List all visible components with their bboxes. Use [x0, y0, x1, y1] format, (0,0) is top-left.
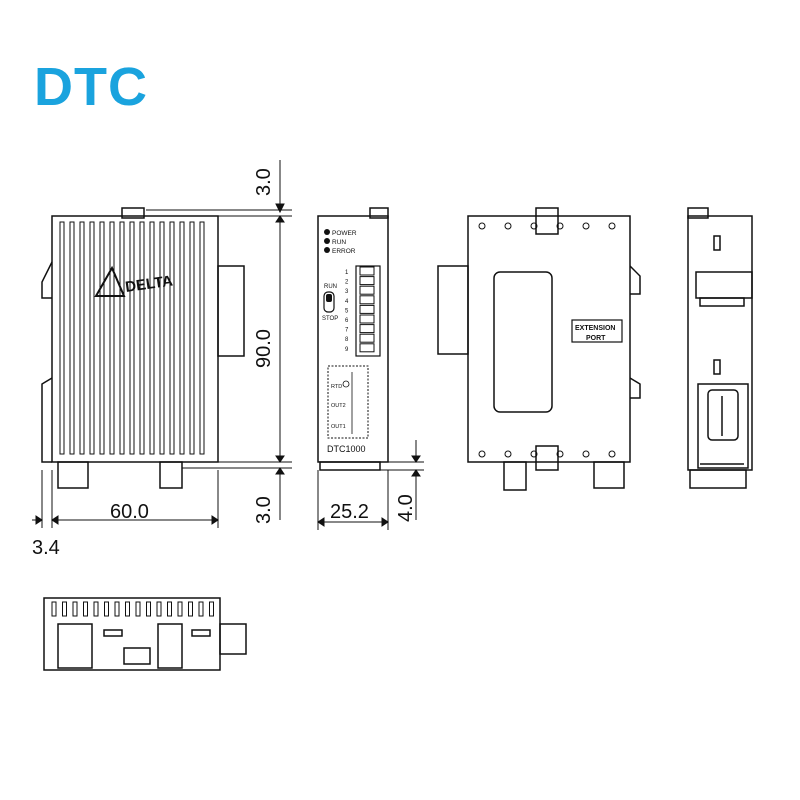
out2-label: OUT2: [331, 403, 346, 409]
dimension-lines-width: [32, 470, 219, 528]
wiring-diagram: RTD OUT2 OUT1: [327, 365, 369, 439]
vent-slot: [209, 601, 214, 617]
delta-logo: DELTA: [94, 265, 174, 297]
mount-hole: [478, 222, 486, 230]
vent-slot: [199, 221, 205, 455]
vent-slot: [139, 221, 145, 455]
vent-slot: [198, 601, 204, 617]
terminal-number: 4: [345, 299, 349, 305]
terminal-number: 1: [345, 270, 349, 276]
vent-slot: [189, 221, 195, 455]
vent-slot: [125, 601, 130, 617]
side-view-vents: [59, 221, 205, 455]
vent-slot: [179, 221, 185, 455]
mount-hole: [530, 450, 538, 458]
led-error-label: ERROR: [332, 248, 356, 255]
terminal-number: 8: [345, 337, 349, 343]
dim-front-width: 25.2: [330, 501, 369, 523]
mount-hole: [478, 450, 486, 458]
vent-slot: [177, 601, 183, 617]
vent-slot: [99, 221, 105, 455]
bottom-view-vents: [51, 601, 214, 617]
vent-slot: [83, 601, 88, 617]
mount-hole: [608, 450, 616, 458]
dim-offset: 3.4: [32, 537, 60, 559]
bottom-view: [43, 597, 247, 671]
vent-slot: [62, 601, 67, 617]
vent-slot: [119, 221, 125, 455]
terminal-screw: [359, 276, 375, 286]
dim-front-offset: 4.0: [395, 494, 417, 522]
dimension-lines-front: [317, 440, 424, 530]
terminal-number: 6: [345, 318, 349, 324]
vent-slot: [79, 221, 85, 455]
side-view-left: [41, 207, 245, 489]
vent-slot: [146, 601, 151, 617]
terminal-number: 2: [345, 280, 349, 286]
vent-slot: [89, 221, 95, 455]
terminal-number: 3: [345, 289, 349, 295]
mount-hole: [582, 222, 590, 230]
run-stop-switch: RUN STOP: [322, 284, 338, 322]
front-leds: POWER RUN ERROR: [324, 229, 357, 255]
mount-hole: [504, 222, 512, 230]
terminal-screw: [359, 314, 375, 324]
vent-slot: [59, 221, 65, 455]
terminal-screw: [359, 343, 375, 353]
mount-hole: [582, 450, 590, 458]
mount-hole: [530, 222, 538, 230]
rtd-label: RTD: [331, 384, 342, 390]
vent-slot: [109, 221, 115, 455]
terminal-screw: [359, 324, 375, 334]
mount-hole: [556, 450, 564, 458]
dim-width: 60.0: [110, 501, 149, 523]
terminal-number: 5: [345, 308, 349, 314]
front-view: [317, 207, 389, 471]
terminal-screw: [359, 285, 375, 295]
terminal-screw: [359, 304, 375, 314]
vent-slot: [69, 221, 75, 455]
rear-holes: [478, 222, 616, 458]
delta-logo-text: DELTA: [124, 272, 174, 296]
mount-hole: [556, 222, 564, 230]
vent-slot: [167, 601, 172, 617]
dim-top-margin: 3.0: [253, 168, 275, 196]
vent-slot: [93, 601, 99, 617]
vent-slot: [135, 601, 141, 617]
vent-slot: [129, 221, 135, 455]
terminal-screw: [359, 295, 375, 305]
switch-stop-label: STOP: [322, 316, 338, 322]
dim-height: 90.0: [253, 329, 275, 368]
terminal-number: 9: [345, 347, 349, 353]
terminal-block: 1 2 3 4 5 6 7 8 9: [345, 265, 381, 357]
terminal-screw: [359, 266, 375, 276]
side-view-right: [687, 207, 753, 489]
page-title: DTC: [34, 57, 148, 117]
led-run-label: RUN: [332, 239, 346, 246]
vent-slot: [156, 601, 162, 617]
dim-bottom-margin: 3.0: [253, 496, 275, 524]
mount-hole: [504, 450, 512, 458]
switch-run-label: RUN: [324, 284, 337, 290]
dimension-lines-height: [146, 160, 292, 520]
vent-slot: [72, 601, 78, 617]
vent-slot: [169, 221, 175, 455]
led-power-label: POWER: [332, 230, 357, 237]
extension-port-label: EXTENSION PORT: [571, 319, 623, 343]
vent-slot: [51, 601, 57, 617]
port-label-line2: PORT: [586, 335, 606, 342]
vent-slot: [149, 221, 155, 455]
port-label-line1: EXTENSION: [575, 325, 615, 332]
vent-slot: [188, 601, 193, 617]
mount-hole: [608, 222, 616, 230]
vent-slot: [159, 221, 165, 455]
out1-label: OUT1: [331, 424, 346, 430]
model-label: DTC1000: [327, 444, 366, 454]
rear-view: [437, 207, 641, 491]
vent-slot: [114, 601, 120, 617]
terminal-screw: [359, 333, 375, 343]
vent-slot: [104, 601, 109, 617]
terminal-number: 7: [345, 328, 349, 334]
